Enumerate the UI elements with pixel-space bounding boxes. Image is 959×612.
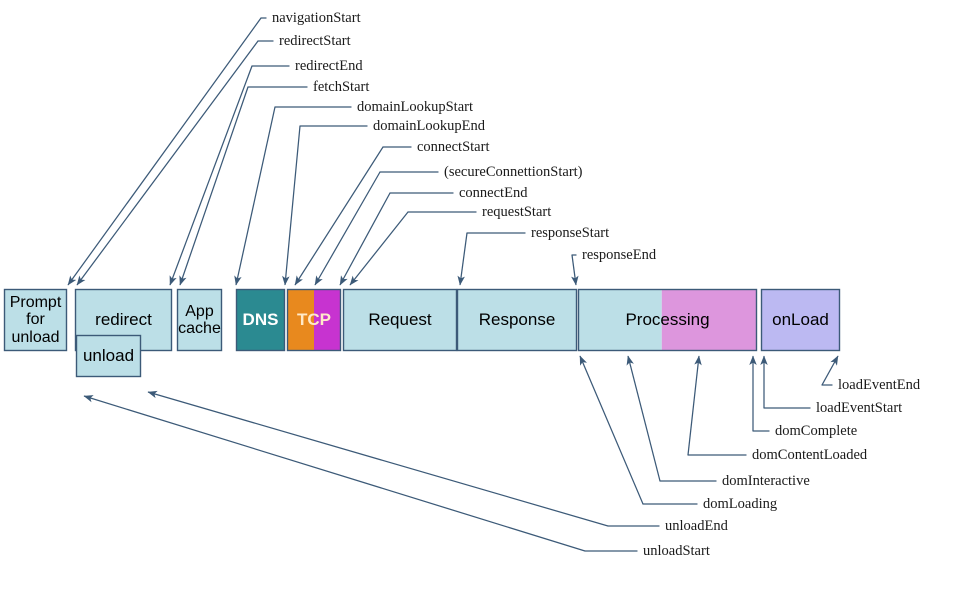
event-label-domComplete: domComplete bbox=[775, 423, 858, 439]
connector-connectStart bbox=[294, 146, 412, 286]
event-label-fetchStart: fetchStart bbox=[313, 79, 370, 95]
connector-redirectEnd bbox=[169, 65, 290, 286]
event-connector-group bbox=[67, 17, 839, 552]
event-label-secureConnettionStart: (secureConnettionStart) bbox=[444, 164, 583, 180]
connector-requestStart bbox=[349, 211, 477, 286]
event-label-loadEventEnd: loadEventEnd bbox=[838, 377, 921, 393]
connector-fetchStart bbox=[179, 86, 308, 286]
connector-responseEnd bbox=[571, 254, 579, 286]
phase-box-processing[interactable] bbox=[577, 288, 758, 352]
connector-navigationStart bbox=[67, 17, 267, 286]
phase-box-group bbox=[3, 288, 841, 378]
phase-box-tcp[interactable] bbox=[286, 288, 342, 352]
event-label-domContentLoaded: domContentLoaded bbox=[752, 447, 868, 463]
event-label-redirectStart: redirectStart bbox=[279, 33, 351, 49]
connector-loadEventStart bbox=[760, 355, 811, 409]
event-label-domLoading: domLoading bbox=[703, 496, 778, 512]
connector-unloadEnd bbox=[147, 390, 660, 527]
event-label-domainLookupStart: domainLookupStart bbox=[357, 99, 473, 115]
phase-box-unload[interactable] bbox=[75, 334, 142, 378]
connector-responseStart bbox=[457, 232, 526, 286]
connector-domInteractive bbox=[626, 355, 717, 482]
event-label-domInteractive: domInteractive bbox=[722, 473, 810, 489]
event-label-loadEventStart: loadEventStart bbox=[816, 400, 903, 416]
connector-domLoading bbox=[579, 355, 698, 505]
event-label-connectStart: connectStart bbox=[417, 139, 490, 155]
event-label-requestStart: requestStart bbox=[482, 204, 552, 220]
event-label-unloadEnd: unloadEnd bbox=[665, 518, 728, 534]
event-label-responseEnd: responseEnd bbox=[582, 247, 657, 263]
connector-domainLookupEnd bbox=[282, 125, 368, 286]
event-label-unloadStart: unloadStart bbox=[643, 543, 710, 559]
connector-redirectStart bbox=[76, 40, 274, 286]
event-label-responseStart: responseStart bbox=[531, 225, 610, 241]
event-label-connectEnd: connectEnd bbox=[459, 185, 528, 201]
phase-box-onload[interactable] bbox=[760, 288, 841, 352]
phase-box-response[interactable] bbox=[456, 288, 578, 352]
event-label-redirectEnd: redirectEnd bbox=[295, 58, 363, 74]
connector-domContentLoaded bbox=[687, 355, 747, 456]
phase-box-request[interactable] bbox=[342, 288, 458, 352]
phase-box-dns[interactable] bbox=[235, 288, 286, 352]
phase-box-prompt-for-unload[interactable] bbox=[3, 288, 68, 352]
event-label-navigationStart: navigationStart bbox=[272, 10, 361, 26]
connector-loadEventEnd bbox=[821, 355, 839, 386]
event-label-domainLookupEnd: domainLookupEnd bbox=[373, 118, 485, 134]
connector-connectEnd bbox=[339, 192, 454, 286]
phase-box-app-cache[interactable] bbox=[176, 288, 223, 352]
connector-secureConnettionStart bbox=[314, 171, 439, 286]
connector-domainLookupStart bbox=[234, 106, 352, 286]
connector-unloadStart bbox=[83, 395, 638, 552]
connector-domComplete bbox=[749, 355, 770, 432]
